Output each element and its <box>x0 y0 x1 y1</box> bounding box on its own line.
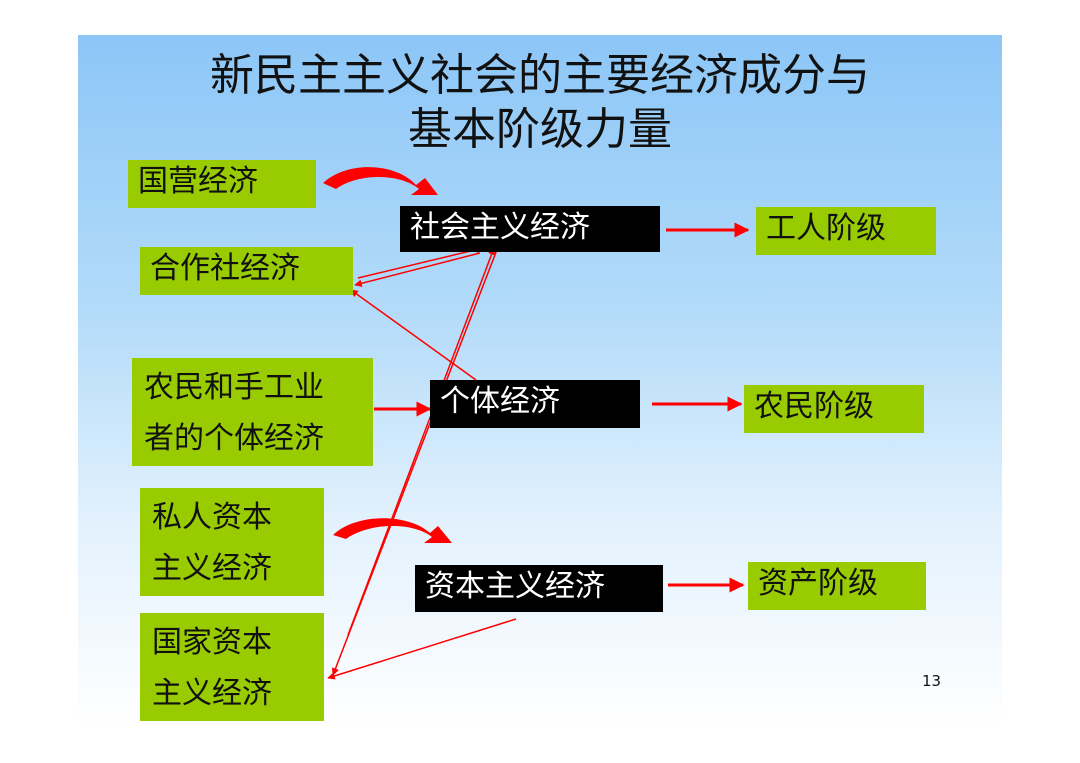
label-capitalist-economy: 资本主义经济 <box>425 569 605 604</box>
box-private-capitalist-economy: 私人资本 主义经济 <box>140 488 324 596</box>
label-individual-economy: 个体经济 <box>440 384 560 419</box>
arrow-cooperative-to-socialist <box>357 245 484 279</box>
label-socialist-economy: 社会主义经济 <box>410 210 590 245</box>
label-private-capital-line-2: 主义经济 <box>152 551 272 586</box>
box-working-class: 工人阶级 <box>756 207 936 255</box>
label-peasant-artisan-line-2: 者的个体经济 <box>144 421 324 456</box>
label-peasant-class: 农民阶级 <box>754 389 874 424</box>
label-state-capital-line-2: 主义经济 <box>152 676 272 711</box>
box-peasant-class: 农民阶级 <box>744 385 924 433</box>
arrow-capitalist-to-state-capital <box>327 618 517 680</box>
curved-arrow-private-to-capitalist <box>333 518 452 543</box>
label-private-capital-line-1: 私人资本 <box>152 500 272 535</box>
label-working-class: 工人阶级 <box>766 211 886 246</box>
label-state-capital-line-1: 国家资本 <box>152 625 272 660</box>
title-line-1: 新民主主义社会的主要经济成分与 <box>210 50 870 101</box>
label-bourgeoisie: 资产阶级 <box>758 566 878 601</box>
label-cooperative-economy: 合作社经济 <box>150 251 300 286</box>
page-number: 13 <box>922 672 942 690</box>
box-state-capitalist-economy: 国家资本 主义经济 <box>140 613 324 721</box>
box-peasant-artisan-economy: 农民和手工业 者的个体经济 <box>132 358 373 466</box>
label-peasant-artisan-line-1: 农民和手工业 <box>144 370 324 405</box>
box-bourgeoisie: 资产阶级 <box>748 562 926 610</box>
box-individual-economy: 个体经济 <box>430 380 640 428</box>
box-socialist-economy: 社会主义经济 <box>400 206 660 252</box>
label-state-economy: 国营经济 <box>138 164 258 199</box>
box-state-economy: 国营经济 <box>128 160 316 208</box>
slide: 新民主主义社会的主要经济成分与 基本阶级力量 国营经济 合作社经济 农民和手工业… <box>78 35 1002 729</box>
box-capitalist-economy: 资本主义经济 <box>415 565 663 612</box>
title-line-2: 基本阶级力量 <box>408 104 672 155</box>
box-cooperative-economy: 合作社经济 <box>140 247 353 295</box>
curved-arrow-state-to-socialist <box>323 167 438 195</box>
arrow-socialist-to-cooperative <box>354 252 481 287</box>
